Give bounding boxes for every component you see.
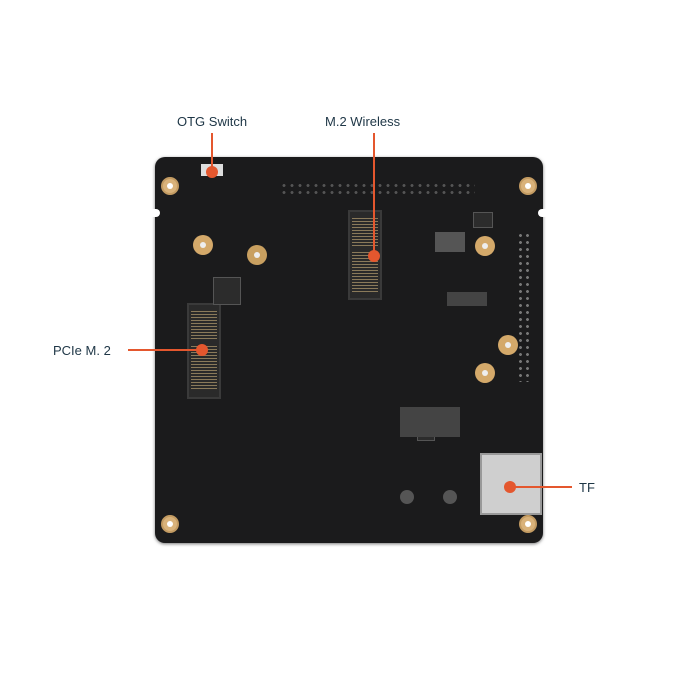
otg-marker [206, 166, 218, 178]
standoff [193, 235, 213, 255]
side-header [517, 232, 531, 382]
smd-cluster [400, 407, 460, 437]
ic-chip [473, 212, 493, 228]
button [400, 490, 414, 504]
pcie-leader-line [128, 349, 206, 351]
standoff [247, 245, 267, 265]
smd-cluster [447, 292, 487, 306]
pcie-marker [196, 344, 208, 356]
smd-cluster [435, 232, 465, 252]
otg-leader-line [211, 133, 213, 173]
standoff [475, 363, 495, 383]
tf-leader-line [510, 486, 572, 488]
tf-marker [504, 481, 516, 493]
m2-wireless-marker [368, 250, 380, 262]
mounting-hole [161, 177, 179, 195]
mounting-hole [161, 515, 179, 533]
m2-wireless-label: M.2 Wireless [325, 114, 401, 129]
board-notch [538, 209, 548, 217]
m2-wireless-leader-line [373, 133, 375, 256]
pcie-m2-label: PCIe M. 2 [53, 343, 111, 358]
mounting-hole [519, 177, 537, 195]
standoff [498, 335, 518, 355]
standoff [475, 236, 495, 256]
mounting-hole [519, 515, 537, 533]
gpio-header [280, 182, 475, 196]
inductor [213, 277, 241, 305]
circuit-board [150, 157, 548, 543]
button [443, 490, 457, 504]
tf-label: TF [579, 480, 595, 495]
otg-switch-label: OTG Switch [177, 114, 248, 129]
board-notch [150, 209, 160, 217]
